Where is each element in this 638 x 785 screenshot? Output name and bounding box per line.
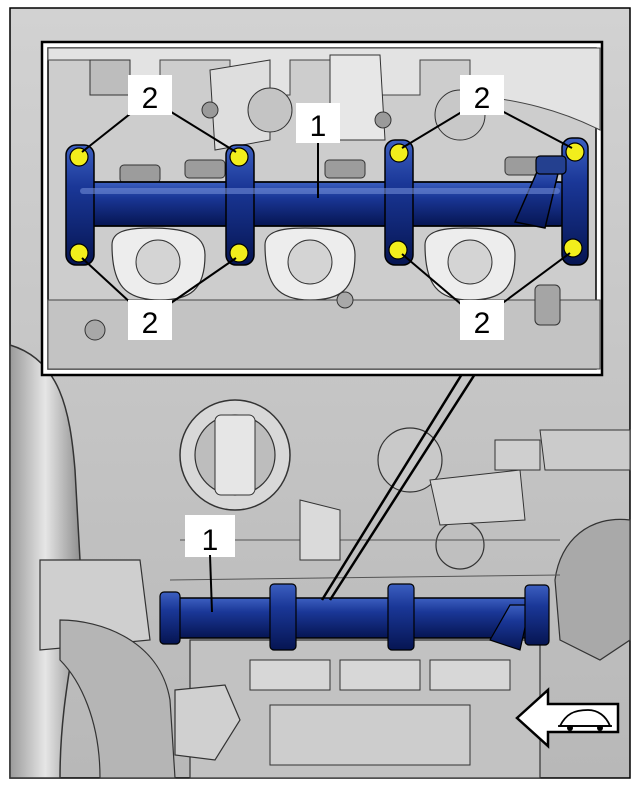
bolt-icon: [229, 147, 249, 167]
callout-label: 2: [474, 307, 491, 340]
callout-bolts-bottom-left: 2: [128, 300, 172, 340]
callout-bolts-top-right: 2: [460, 75, 504, 115]
bolt-icon: [229, 243, 249, 263]
fuel-rail-detail: [65, 137, 589, 266]
callout-label: 1: [202, 524, 219, 557]
car-forward-arrow-icon: [515, 687, 620, 749]
callout-bolts-top-left: 2: [128, 75, 172, 115]
callout-bolts-bottom-right: 2: [460, 300, 504, 340]
bolt-icon: [69, 243, 89, 263]
bolt-icon: [69, 147, 89, 167]
bolt-icon: [389, 143, 409, 163]
callout-label: 1: [310, 110, 327, 143]
detail-inset: 2 1 2 2 2: [40, 40, 604, 377]
callout-leaders: [81, 109, 573, 306]
callout-rail-detail: 1: [296, 103, 340, 143]
fuel-rail-overview: [159, 583, 550, 651]
callout-rail-overview: 1: [185, 515, 235, 613]
callout-label: 2: [142, 82, 159, 115]
callout-label: 2: [142, 307, 159, 340]
bolt-icon: [563, 238, 583, 258]
callout-label: 2: [474, 82, 491, 115]
